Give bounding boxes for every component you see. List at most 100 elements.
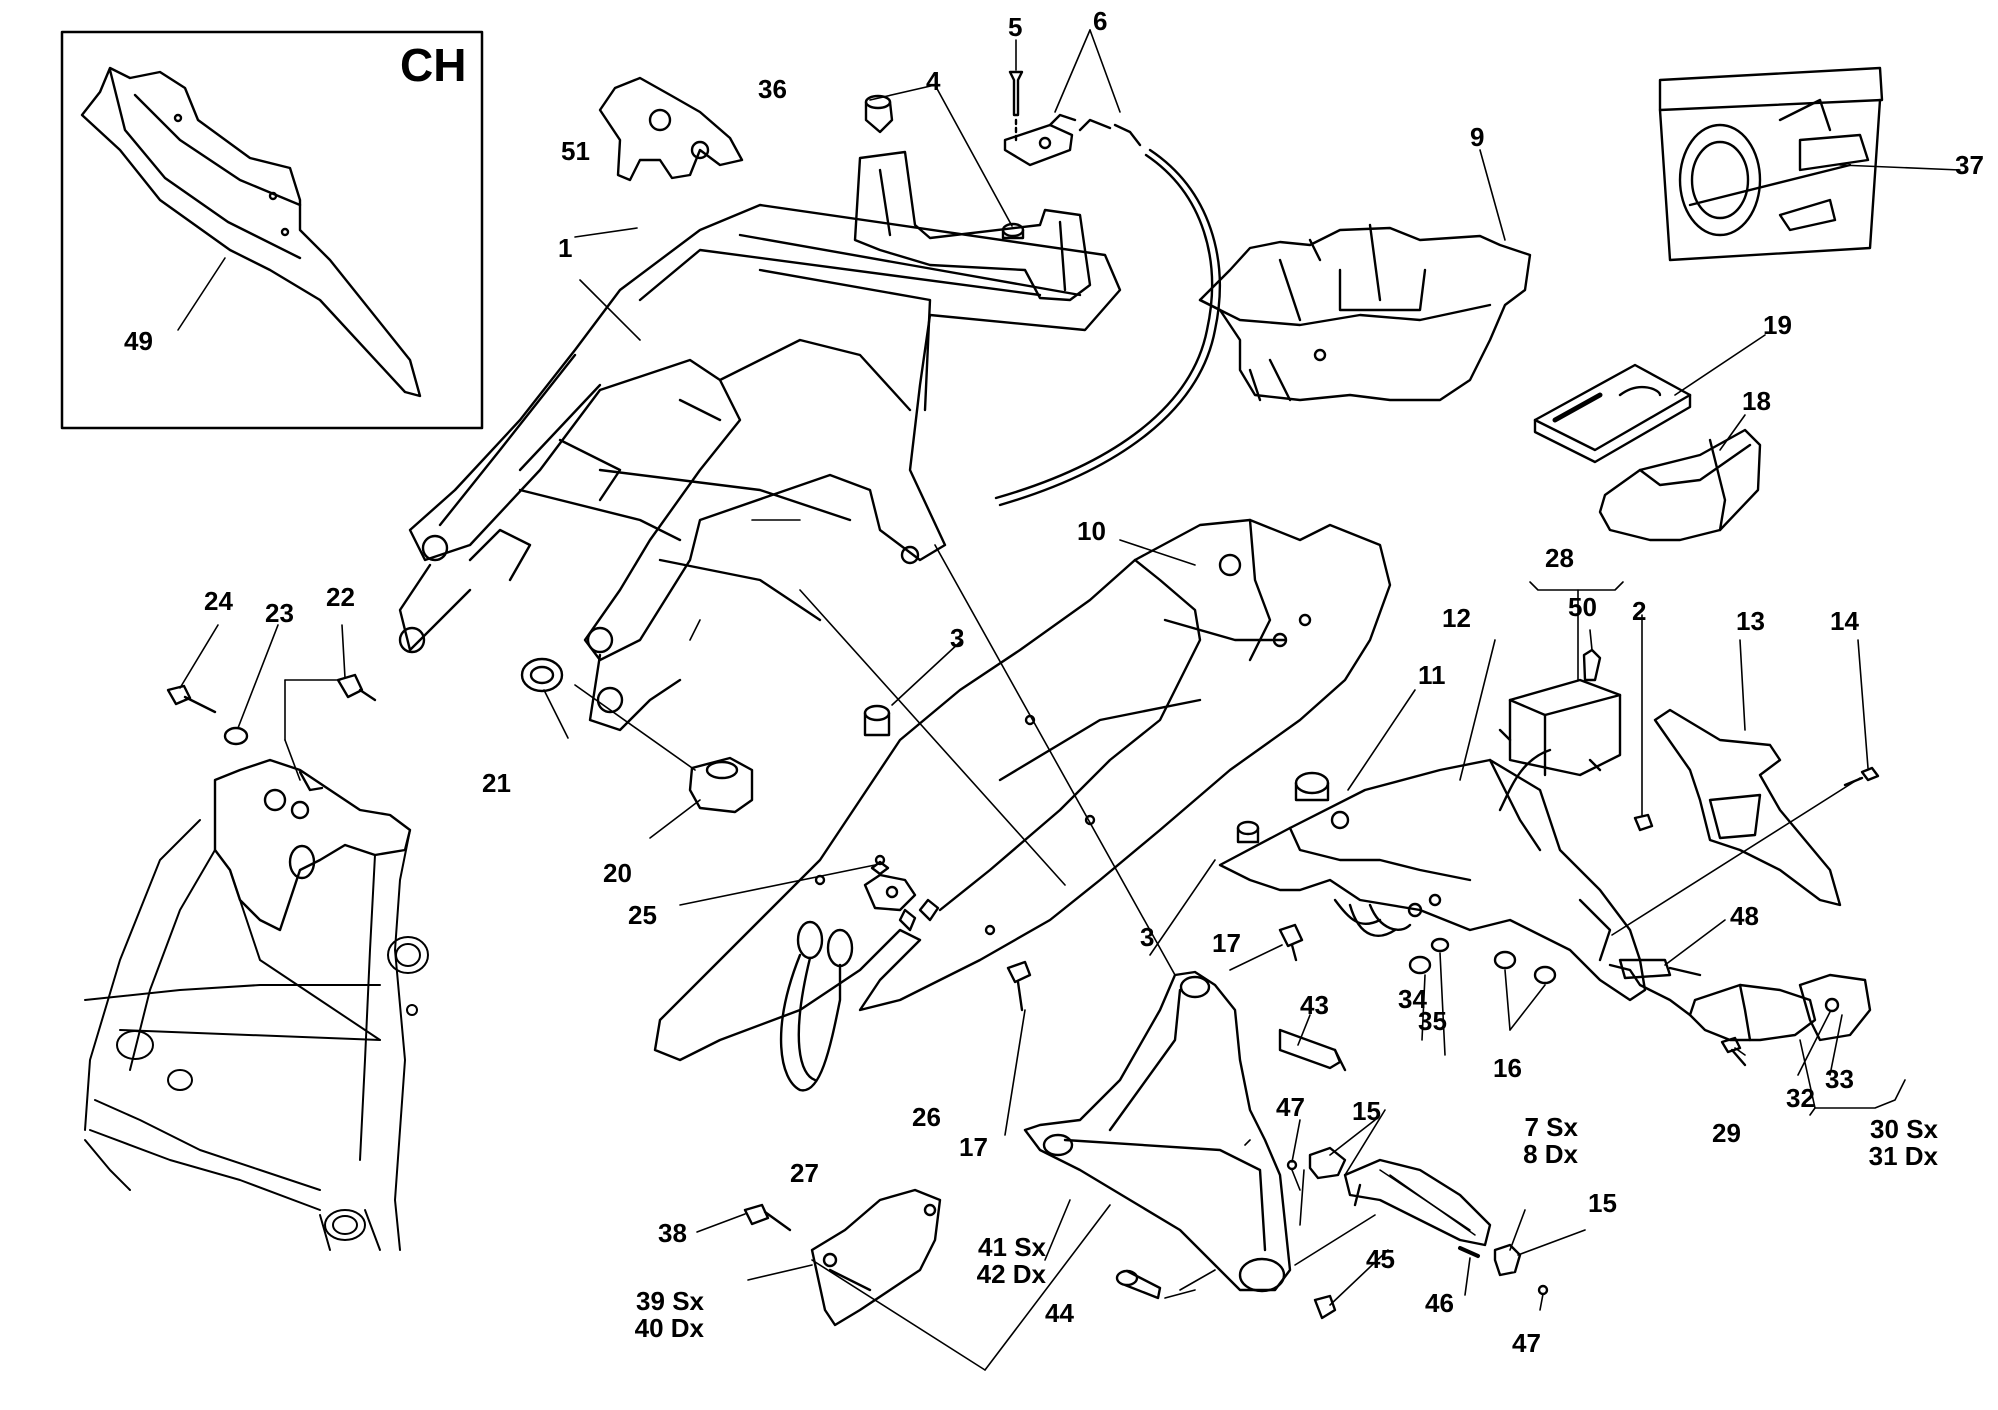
- label-part-25: 25: [628, 900, 657, 930]
- label-part-4: 4: [926, 66, 941, 96]
- label-part-13: 13: [1736, 606, 1765, 636]
- label-part-48: 48: [1730, 901, 1759, 931]
- part-19-manual: [1533, 363, 1692, 464]
- part-49-rear-guard: [80, 66, 422, 398]
- part-27-battery-cable: [779, 920, 854, 1092]
- label-part-37: 37: [1955, 150, 1984, 180]
- label-part-50: 50: [1568, 592, 1597, 622]
- label-part-39-40: 39 Sx 40 Dx: [608, 1286, 704, 1344]
- label-part-46: 46: [1425, 1288, 1454, 1318]
- part-51-bracket: [598, 76, 744, 182]
- part-38-bolt: [743, 1203, 792, 1232]
- part-7-8-footpeg: [1343, 1158, 1492, 1247]
- part-29-screw: [1720, 1036, 1747, 1067]
- part-28-control-box: [1498, 678, 1622, 812]
- part-37-tool-pouch: [1658, 66, 1884, 262]
- label-part-40-dx: 40 Dx: [634, 1313, 704, 1344]
- leader-lines: [179, 29, 1961, 1371]
- label-part-3-upper: 3: [950, 623, 965, 653]
- part-48-stud: [1618, 958, 1702, 980]
- part-24-bolt: [166, 684, 217, 714]
- label-part-33: 33: [1825, 1064, 1854, 1094]
- label-part-9: 9: [1470, 122, 1485, 152]
- label-part-2: 2: [1632, 596, 1647, 626]
- label-part-14: 14: [1830, 606, 1859, 636]
- label-part-19: 19: [1763, 310, 1792, 340]
- part-21-seal: [520, 657, 564, 693]
- label-part-43: 43: [1300, 990, 1329, 1020]
- label-part-6: 6: [1093, 6, 1108, 36]
- part-45-clip: [1313, 1294, 1337, 1320]
- label-part-24: 24: [204, 586, 233, 616]
- label-part-1: 1: [558, 233, 573, 263]
- part-2-screw: [1633, 813, 1654, 832]
- part-46-spring: [1458, 1246, 1480, 1258]
- label-part-44: 44: [1045, 1298, 1074, 1328]
- label-part-38: 38: [658, 1218, 687, 1248]
- inset-ch-panel: [60, 30, 484, 430]
- label-part-26: 26: [912, 1102, 941, 1132]
- part-32-33-indicator-lens: [1798, 973, 1872, 1042]
- part-15-washers: [1308, 1146, 1522, 1277]
- label-part-23: 23: [265, 598, 294, 628]
- part-12-plate-holder: [1218, 758, 1647, 1002]
- part-3-spacer: [863, 704, 891, 737]
- part-13-rear-light-cover: [1653, 708, 1842, 907]
- label-part-41-sx: 41 Sx: [978, 1232, 1046, 1262]
- label-part-47-upper: 47: [1276, 1092, 1305, 1122]
- part-18-tool-roll: [1598, 428, 1762, 542]
- label-part-41-42: 41 Sx 42 Dx: [936, 1232, 1046, 1290]
- label-part-8-dx: 8 Dx: [1523, 1139, 1578, 1170]
- part-39-40-heel-guard: [810, 1188, 942, 1327]
- part-44-pin: [1115, 1269, 1162, 1300]
- part-22-frame-bracket: [213, 758, 412, 932]
- part-43-bolt: [1278, 1028, 1347, 1072]
- part-battery-bracket: [853, 150, 1092, 302]
- label-part-15-upper: 15: [1352, 1096, 1381, 1126]
- label-part-3-lower: 3: [1140, 922, 1155, 952]
- label-part-7-8: 7 Sx 8 Dx: [1488, 1112, 1579, 1170]
- part-1-rear-subframe: [398, 203, 1122, 732]
- label-part-28: 28: [1545, 543, 1574, 573]
- part-4-nut: [1001, 222, 1025, 240]
- label-part-7-sx: 7 Sx: [1524, 1112, 1579, 1142]
- part-50-bulb: [1582, 648, 1602, 682]
- label-part-45: 45: [1366, 1244, 1395, 1274]
- label-part-35: 35: [1418, 1006, 1447, 1036]
- label-part-39-sx: 39 Sx: [636, 1286, 704, 1316]
- part-23-washer: [223, 726, 249, 746]
- label-part-27: 27: [790, 1158, 819, 1188]
- part-36-rubber-mount: [864, 94, 894, 134]
- label-part-47-lower: 47: [1512, 1328, 1541, 1358]
- label-part-30-sx: 30 Sx: [1870, 1114, 1938, 1144]
- part-41-42-footrest-hanger: [1023, 970, 1292, 1293]
- part-20-seat-lock: [688, 756, 754, 814]
- label-part-42-dx: 42 Dx: [976, 1259, 1046, 1290]
- label-part-34: 34: [1398, 984, 1427, 1014]
- label-part-30-31: 30 Sx 31 Dx: [1838, 1114, 1938, 1171]
- part-22-nut: [336, 673, 377, 702]
- label-part-15-lower: 15: [1588, 1188, 1617, 1218]
- part-5-screw: [1008, 70, 1024, 142]
- label-part-29: 29: [1712, 1118, 1741, 1148]
- label-part-18: 18: [1742, 386, 1771, 416]
- label-part-51: 51: [561, 136, 590, 166]
- label-part-36: 36: [758, 74, 787, 104]
- label-part-5: 5: [1008, 12, 1023, 42]
- label-part-49: 49: [124, 326, 153, 356]
- label-part-21: 21: [482, 768, 511, 798]
- part-9-battery-box: [1198, 223, 1532, 402]
- label-part-17-left: 17: [959, 1132, 988, 1162]
- label-part-11: 11: [1418, 660, 1446, 690]
- inset-title-ch: CH: [400, 39, 467, 91]
- label-part-17-right: 17: [1212, 928, 1241, 958]
- part-6-lock-cable: [994, 113, 1221, 507]
- label-part-12: 12: [1442, 603, 1471, 633]
- part-14-screw: [1843, 766, 1880, 787]
- label-part-10: 10: [1077, 516, 1106, 546]
- label-part-16: 16: [1493, 1053, 1522, 1083]
- part-11-rubber-bush: [1236, 771, 1330, 844]
- main-frame-context: [84, 819, 429, 1251]
- part-17-screw: [1006, 923, 1304, 1012]
